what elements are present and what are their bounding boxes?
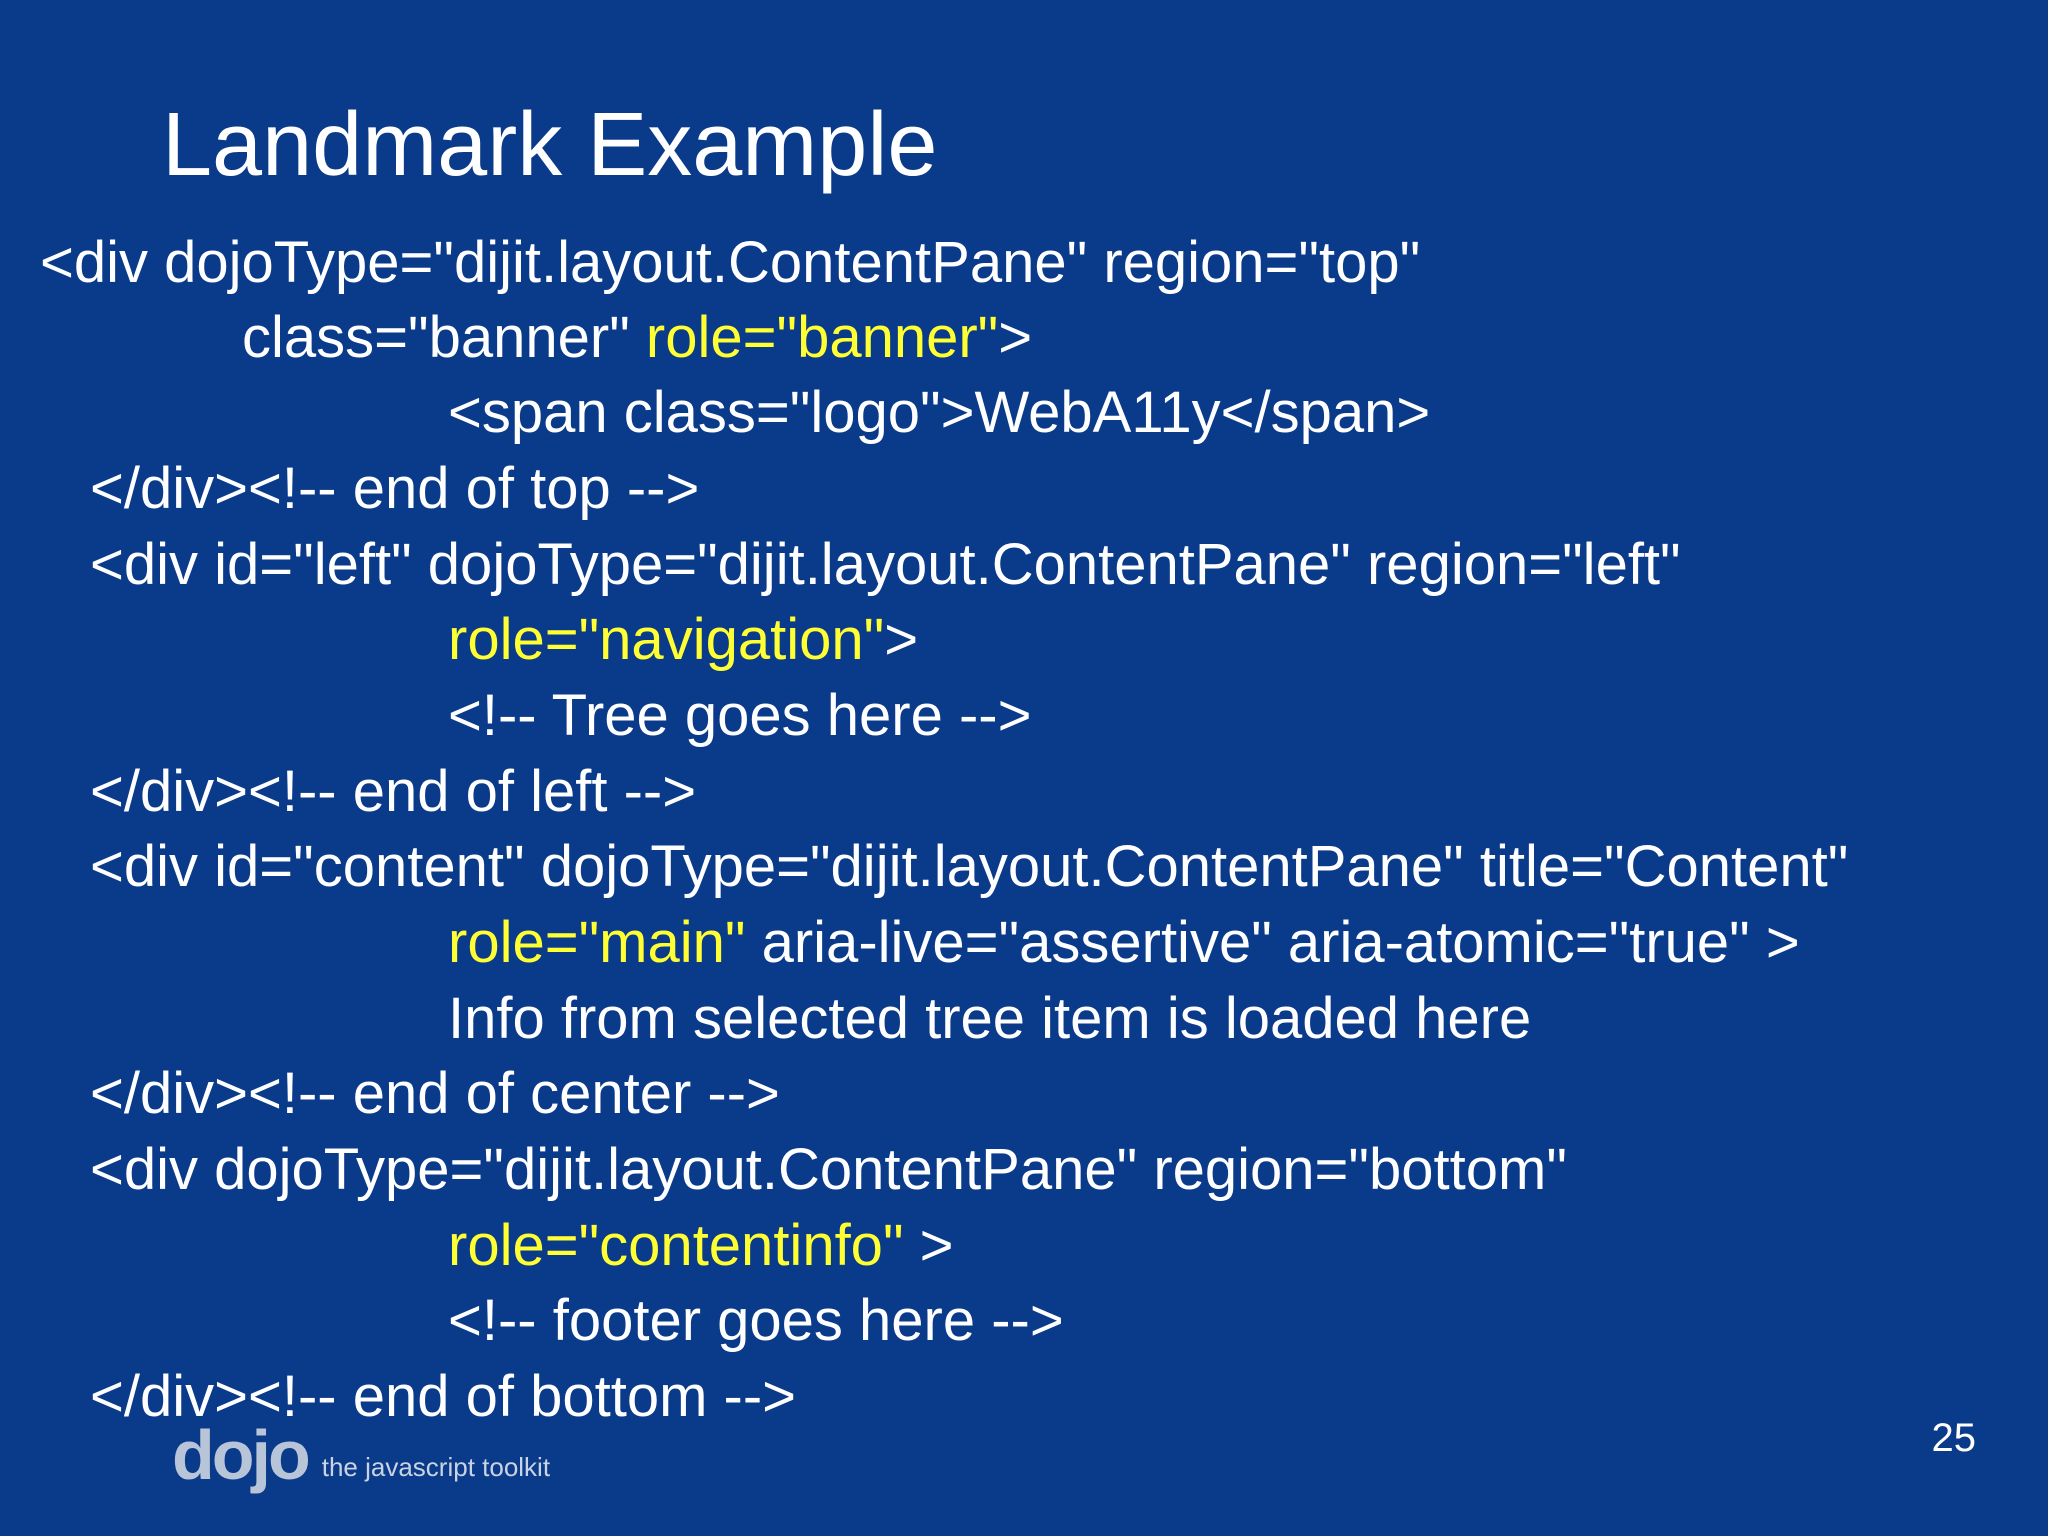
code-text: <div id="content" dojoType="dijit.layout… xyxy=(90,834,1849,899)
code-line-9: <div id="content" dojoType="dijit.layout… xyxy=(90,832,1848,902)
code-text: </div><!-- end of center --> xyxy=(90,1061,780,1126)
code-text: </div><!-- end of top --> xyxy=(90,456,700,521)
slide-title: Landmark Example xyxy=(162,95,938,195)
code-line-2: class="banner" role="banner"> xyxy=(242,303,1032,373)
code-line-16: </div><!-- end of bottom --> xyxy=(90,1362,796,1432)
highlighted-role: role="contentinfo" xyxy=(448,1213,904,1278)
code-text: <span class="logo">WebA11y</span> xyxy=(448,380,1431,445)
code-line-15: <!-- footer goes here --> xyxy=(448,1286,1064,1356)
code-line-8: </div><!-- end of left --> xyxy=(90,757,696,827)
code-text: > xyxy=(998,305,1033,370)
code-line-14: role="contentinfo" > xyxy=(448,1211,954,1281)
code-line-11: Info from selected tree item is loaded h… xyxy=(448,984,1531,1054)
highlighted-role: role="banner" xyxy=(645,305,999,370)
highlighted-role: role="main" xyxy=(448,910,746,975)
code-text: > xyxy=(903,1213,954,1278)
page-number: 25 xyxy=(1931,1416,1977,1460)
highlighted-role: role="navigation" xyxy=(448,607,885,672)
code-line-3: <span class="logo">WebA11y</span> xyxy=(448,378,1430,448)
code-text: aria-live="assertive" aria-atomic="true"… xyxy=(745,910,1800,975)
code-line-13: <div dojoType="dijit.layout.ContentPane"… xyxy=(90,1135,1567,1205)
code-text: <div dojoType="dijit.layout.ContentPane"… xyxy=(90,1137,1567,1202)
code-text: > xyxy=(884,607,919,672)
code-text: <div dojoType="dijit.layout.ContentPane"… xyxy=(40,230,1421,295)
code-line-4: </div><!-- end of top --> xyxy=(90,454,699,524)
code-line-5: <div id="left" dojoType="dijit.layout.Co… xyxy=(90,530,1681,600)
code-text: Info from selected tree item is loaded h… xyxy=(448,986,1532,1051)
code-line-7: <!-- Tree goes here --> xyxy=(448,681,1031,751)
code-line-12: </div><!-- end of center --> xyxy=(90,1059,780,1129)
code-text: <div id="left" dojoType="dijit.layout.Co… xyxy=(90,532,1681,597)
code-text: </div><!-- end of left --> xyxy=(90,759,697,824)
code-text: class="banner" xyxy=(242,305,646,370)
logo-wordmark: dojo xyxy=(172,1416,311,1494)
code-text: <!-- Tree goes here --> xyxy=(448,683,1032,748)
dojo-logo: dojo the javascript toolkit xyxy=(172,1420,550,1490)
logo-tagline: the javascript toolkit xyxy=(321,1452,551,1482)
code-text: <!-- footer goes here --> xyxy=(448,1288,1064,1353)
code-line-10: role="main" aria-live="assertive" aria-a… xyxy=(448,908,1800,978)
code-line-6: role="navigation"> xyxy=(448,605,918,675)
code-text: </div><!-- end of bottom --> xyxy=(90,1364,797,1429)
code-line-1: <div dojoType="dijit.layout.ContentPane"… xyxy=(40,228,1420,298)
